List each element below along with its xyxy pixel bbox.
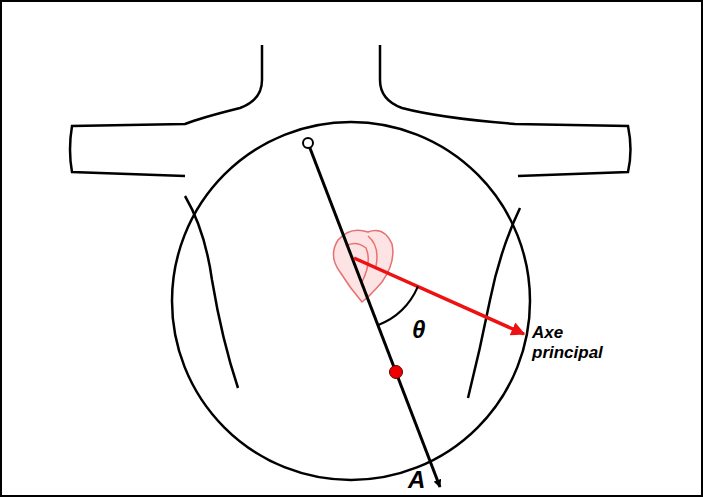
principal-axis-arrow — [354, 258, 524, 334]
axis-line — [308, 143, 440, 487]
electrode-dot — [303, 138, 313, 148]
axis-label: Axe principal — [532, 323, 624, 362]
body-outline — [70, 45, 631, 480]
axis-label: A — [408, 466, 425, 494]
angle-arc — [378, 287, 418, 326]
angle-label: θ — [412, 316, 425, 344]
heart — [333, 230, 392, 302]
electrode-dot — [390, 366, 403, 379]
